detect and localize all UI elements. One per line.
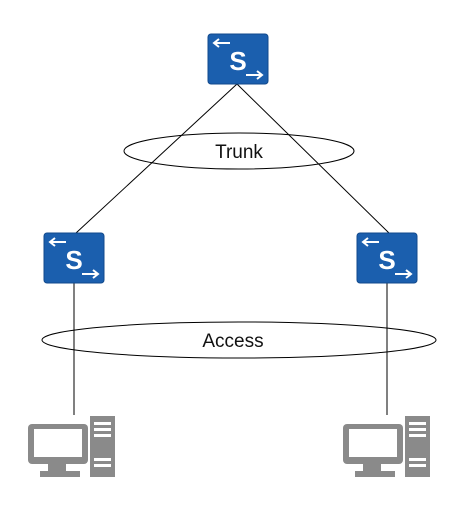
core-switch-icon[interactable] (207, 33, 269, 85)
access-group-ellipse (41, 321, 437, 359)
access-label-backing (194, 328, 272, 352)
trunk-link-right (236, 83, 390, 234)
trunk-link-left (75, 83, 238, 234)
trunk-group-ellipse (123, 132, 355, 170)
access-label: Access (202, 331, 263, 352)
left-access-switch-icon[interactable] (43, 232, 105, 284)
right-computer-icon[interactable] (343, 416, 430, 477)
right-access-switch-icon[interactable] (356, 232, 418, 284)
left-computer-icon[interactable] (28, 416, 115, 477)
trunk-label-backing (206, 139, 272, 163)
trunk-label: Trunk (215, 142, 263, 163)
